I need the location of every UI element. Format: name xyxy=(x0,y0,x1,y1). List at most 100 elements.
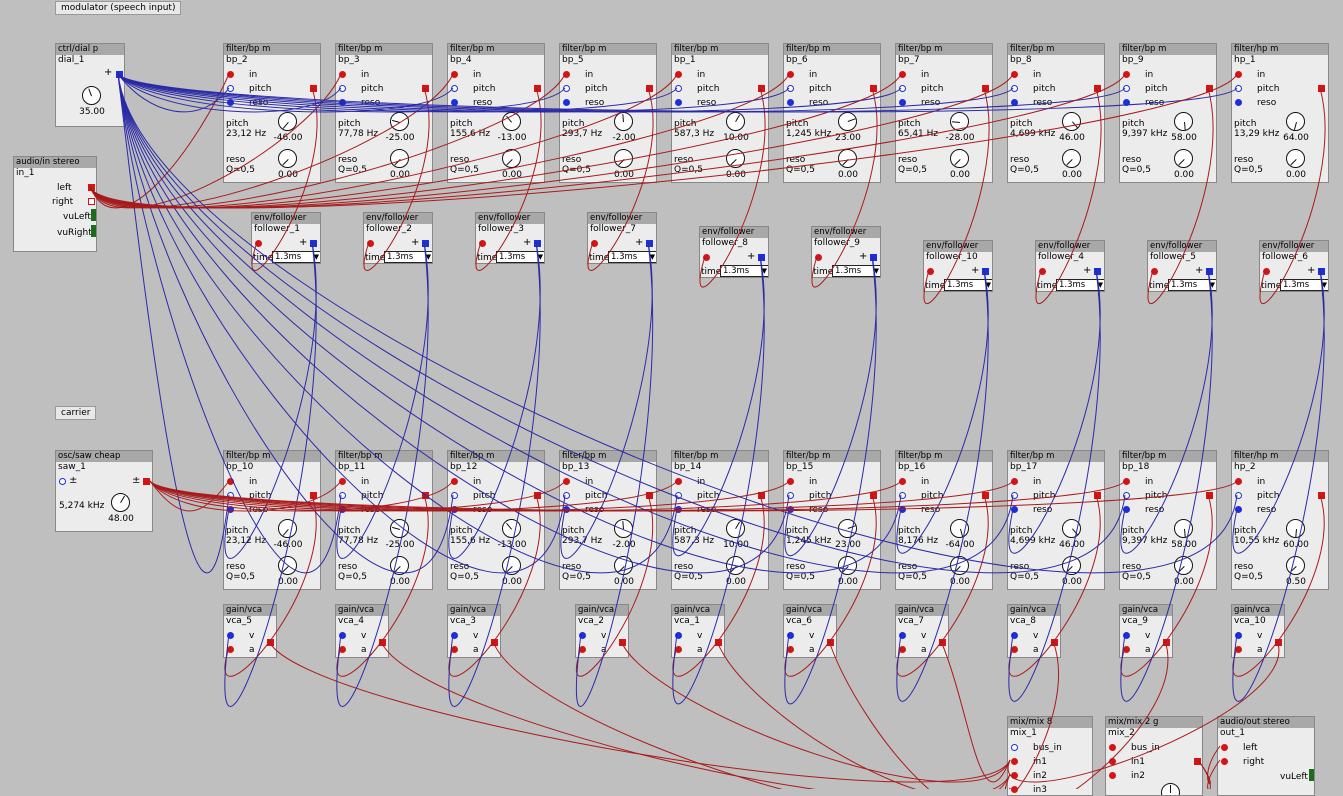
amp-outlet[interactable] xyxy=(758,254,765,261)
time-dropdown[interactable]: 1.3ms▼ xyxy=(944,279,992,291)
in-inlet[interactable] xyxy=(1011,71,1018,78)
a-inlet[interactable] xyxy=(227,646,234,653)
out-outlet[interactable] xyxy=(1318,492,1325,499)
v-inlet[interactable] xyxy=(787,632,794,639)
pitch-inlet[interactable] xyxy=(563,492,570,499)
pitch-inlet[interactable] xyxy=(59,478,66,485)
in-inlet[interactable] xyxy=(591,240,598,247)
amp-outlet[interactable] xyxy=(1094,268,1101,275)
v-inlet[interactable] xyxy=(1235,632,1242,639)
v-inlet[interactable] xyxy=(227,632,234,639)
in-inlet[interactable] xyxy=(927,268,934,275)
out-outlet[interactable] xyxy=(1206,492,1213,499)
filter-object[interactable]: filter/bp m bp_3 in pitch reso pitch 77,… xyxy=(335,43,433,183)
a-inlet[interactable] xyxy=(1011,646,1018,653)
dial-object[interactable]: ctrl/dial p dial_1 + 35.00 xyxy=(55,43,125,127)
reso-inlet[interactable] xyxy=(675,506,682,513)
pitch-knob[interactable] xyxy=(614,519,633,538)
time-dropdown[interactable]: 1.3ms▼ xyxy=(608,251,656,263)
in-inlet[interactable] xyxy=(1235,71,1242,78)
in-inlet[interactable] xyxy=(1011,478,1018,485)
filter-object[interactable]: filter/bp m bp_9 in pitch reso pitch 9,3… xyxy=(1119,43,1217,183)
in-inlet[interactable] xyxy=(1235,478,1242,485)
pitch-inlet[interactable] xyxy=(899,85,906,92)
bus-in-inlet[interactable] xyxy=(1109,744,1116,751)
time-dropdown[interactable]: 1.3ms▼ xyxy=(1168,279,1216,291)
reso-inlet[interactable] xyxy=(451,99,458,106)
pitch-inlet[interactable] xyxy=(1123,85,1130,92)
reso-knob[interactable] xyxy=(950,149,969,168)
env-follower-object[interactable]: env/follower follower_8 + time 1.3ms▼ xyxy=(699,226,769,278)
amp-outlet[interactable] xyxy=(982,268,989,275)
a-inlet[interactable] xyxy=(1235,646,1242,653)
pitch-knob[interactable] xyxy=(1286,519,1305,538)
env-follower-object[interactable]: env/follower follower_9 + time 1.3ms▼ xyxy=(811,226,881,278)
gain-vca-object[interactable]: gain/vca vca_10 v a xyxy=(1231,604,1285,658)
env-follower-object[interactable]: env/follower follower_10 + time 1.3ms▼ xyxy=(923,240,993,292)
outlet-jack[interactable] xyxy=(116,71,123,78)
pitch-inlet[interactable] xyxy=(339,85,346,92)
pitch-knob[interactable] xyxy=(502,519,521,538)
out-outlet[interactable] xyxy=(422,85,429,92)
reso-knob[interactable] xyxy=(390,556,409,575)
out-outlet[interactable] xyxy=(758,85,765,92)
pitch-knob[interactable] xyxy=(390,519,409,538)
in2-inlet[interactable] xyxy=(1109,772,1116,779)
a-inlet[interactable] xyxy=(675,646,682,653)
out-outlet[interactable] xyxy=(619,639,626,646)
pitch-inlet[interactable] xyxy=(1235,85,1242,92)
out-outlet[interactable] xyxy=(1094,85,1101,92)
pitch-knob[interactable] xyxy=(390,112,409,131)
reso-knob[interactable] xyxy=(1174,556,1193,575)
out-outlet[interactable] xyxy=(646,492,653,499)
in-inlet[interactable] xyxy=(367,240,374,247)
pitch-inlet[interactable] xyxy=(451,85,458,92)
gain-vca-object[interactable]: gain/vca vca_2 v a xyxy=(575,604,629,658)
out-outlet[interactable] xyxy=(1094,492,1101,499)
time-dropdown[interactable]: 1.3ms▼ xyxy=(720,265,768,277)
env-follower-object[interactable]: env/follower follower_2 + time 1.3ms▼ xyxy=(363,212,433,264)
out-outlet[interactable] xyxy=(1206,85,1213,92)
in3-inlet[interactable] xyxy=(1011,786,1018,793)
in-inlet[interactable] xyxy=(1123,478,1130,485)
time-dropdown[interactable]: 1.3ms▼ xyxy=(1280,279,1328,291)
reso-knob[interactable] xyxy=(1286,556,1305,575)
filter-object[interactable]: filter/hp m hp_2 in pitch reso pitch 10,… xyxy=(1231,450,1329,590)
reso-knob[interactable] xyxy=(1286,149,1305,168)
pitch-knob[interactable] xyxy=(950,112,969,131)
left-inlet[interactable] xyxy=(1221,744,1228,751)
pitch-knob[interactable] xyxy=(726,519,745,538)
in-inlet[interactable] xyxy=(479,240,486,247)
in-inlet[interactable] xyxy=(563,478,570,485)
filter-object[interactable]: filter/bp m bp_1 in pitch reso pitch 587… xyxy=(671,43,769,183)
pitch-inlet[interactable] xyxy=(899,492,906,499)
pitch-knob[interactable] xyxy=(1174,112,1193,131)
out-outlet[interactable] xyxy=(491,639,498,646)
in-inlet[interactable] xyxy=(1263,268,1270,275)
v-inlet[interactable] xyxy=(675,632,682,639)
out-outlet[interactable] xyxy=(310,85,317,92)
reso-knob[interactable] xyxy=(1174,149,1193,168)
out-outlet[interactable] xyxy=(1051,639,1058,646)
time-dropdown[interactable]: 1.3ms▼ xyxy=(496,251,544,263)
out-outlet[interactable] xyxy=(310,492,317,499)
mix-2-object[interactable]: mix/mix 2 g mix_2 bus_in in1 in2 xyxy=(1105,716,1203,796)
v-inlet[interactable] xyxy=(899,632,906,639)
gain-knob[interactable] xyxy=(1161,783,1180,795)
filter-object[interactable]: filter/bp m bp_6 in pitch reso pitch 1,2… xyxy=(783,43,881,183)
reso-knob[interactable] xyxy=(726,556,745,575)
a-inlet[interactable] xyxy=(1123,646,1130,653)
in-inlet[interactable] xyxy=(563,71,570,78)
out-outlet[interactable] xyxy=(715,639,722,646)
env-follower-object[interactable]: env/follower follower_7 + time 1.3ms▼ xyxy=(587,212,657,264)
dial-knob[interactable] xyxy=(82,86,101,105)
reso-knob[interactable] xyxy=(278,149,297,168)
pitch-inlet[interactable] xyxy=(787,492,794,499)
filter-object[interactable]: filter/bp m bp_13 in pitch reso pitch 29… xyxy=(559,450,657,590)
a-inlet[interactable] xyxy=(451,646,458,653)
out-outlet[interactable] xyxy=(1163,639,1170,646)
gain-vca-object[interactable]: gain/vca vca_9 v a xyxy=(1119,604,1173,658)
pitch-knob[interactable] xyxy=(838,112,857,131)
reso-inlet[interactable] xyxy=(227,99,234,106)
wave-outlet[interactable] xyxy=(143,478,150,485)
